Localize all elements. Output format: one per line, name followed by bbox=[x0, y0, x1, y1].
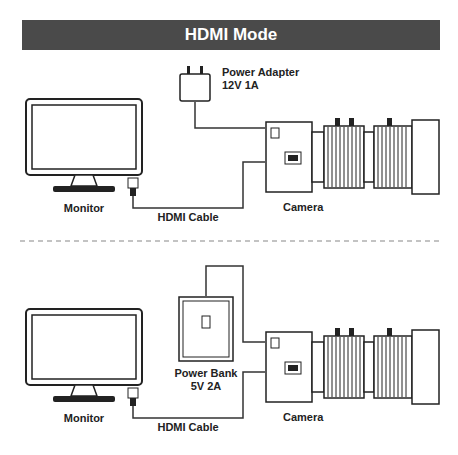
camera-label: Camera bbox=[283, 411, 323, 424]
power-bank-part bbox=[202, 316, 210, 328]
power-adapter-art bbox=[178, 64, 212, 102]
camera-part bbox=[285, 152, 301, 164]
monitor-label: Monitor bbox=[64, 202, 104, 215]
power-bank-part bbox=[179, 297, 233, 361]
monitor-art bbox=[25, 308, 143, 406]
camera: Camera bbox=[265, 328, 440, 406]
monitor-part bbox=[71, 385, 97, 396]
camera-part bbox=[335, 118, 340, 126]
camera-part bbox=[387, 328, 392, 336]
power-bank-art bbox=[178, 296, 234, 362]
camera-part bbox=[364, 342, 374, 392]
diagram-title: HDMI Mode bbox=[185, 25, 278, 45]
camera-part bbox=[374, 126, 412, 188]
camera-part bbox=[288, 365, 298, 371]
power-adapter-part bbox=[180, 74, 210, 101]
camera-part bbox=[374, 336, 412, 398]
power-bank: Power Bank 5V 2A bbox=[178, 296, 234, 362]
monitor-part bbox=[26, 309, 142, 385]
monitor-part bbox=[32, 105, 136, 169]
monitor-label: Monitor bbox=[64, 412, 104, 425]
power-adapter-part bbox=[200, 66, 203, 74]
section-divider bbox=[20, 240, 440, 241]
monitor: Monitor bbox=[25, 98, 143, 196]
monitor-part bbox=[53, 396, 115, 402]
camera-part bbox=[288, 155, 298, 161]
camera-part bbox=[387, 118, 392, 126]
camera: Camera bbox=[265, 118, 440, 196]
camera-label: Camera bbox=[283, 201, 323, 214]
camera-part bbox=[349, 328, 354, 336]
camera-part bbox=[364, 132, 374, 182]
monitor: Monitor bbox=[25, 308, 143, 406]
monitor-part bbox=[130, 188, 136, 196]
camera-art bbox=[265, 328, 440, 406]
camera-part bbox=[312, 132, 324, 182]
camera-art bbox=[265, 118, 440, 196]
camera-part bbox=[285, 362, 301, 374]
camera-part bbox=[412, 330, 439, 404]
monitor-part bbox=[32, 315, 136, 379]
camera-part bbox=[271, 128, 279, 138]
power-adapter-label: Power Adapter 12V 1A bbox=[222, 66, 310, 92]
camera-part bbox=[378, 127, 406, 187]
title-band bbox=[22, 20, 440, 50]
cable-label: HDMI Cable bbox=[155, 421, 220, 434]
monitor-part bbox=[128, 388, 138, 398]
camera-part bbox=[312, 342, 324, 392]
monitor-part bbox=[26, 99, 142, 175]
power-bank-part bbox=[183, 301, 229, 357]
camera-part bbox=[412, 120, 439, 194]
camera-part bbox=[266, 332, 312, 402]
monitor-part bbox=[128, 178, 138, 188]
camera-part bbox=[271, 338, 279, 348]
monitor-art bbox=[25, 98, 143, 196]
camera-part bbox=[324, 126, 364, 188]
power-adapter: Power Adapter 12V 1A bbox=[178, 64, 212, 102]
monitor-part bbox=[71, 175, 97, 186]
camera-part bbox=[324, 336, 364, 398]
power-cable bbox=[195, 102, 265, 128]
camera-part bbox=[328, 337, 360, 397]
camera-part bbox=[328, 127, 360, 187]
camera-part bbox=[266, 122, 312, 192]
power-bank-label: Power Bank 5V 2A bbox=[172, 367, 240, 393]
camera-part bbox=[349, 118, 354, 126]
camera-part bbox=[378, 337, 406, 397]
monitor-part bbox=[130, 398, 136, 406]
power-adapter-part bbox=[187, 66, 190, 74]
monitor-part bbox=[53, 186, 115, 192]
camera-part bbox=[335, 328, 340, 336]
hdmi-cable bbox=[133, 162, 265, 208]
cable-label: HDMI Cable bbox=[155, 211, 220, 224]
